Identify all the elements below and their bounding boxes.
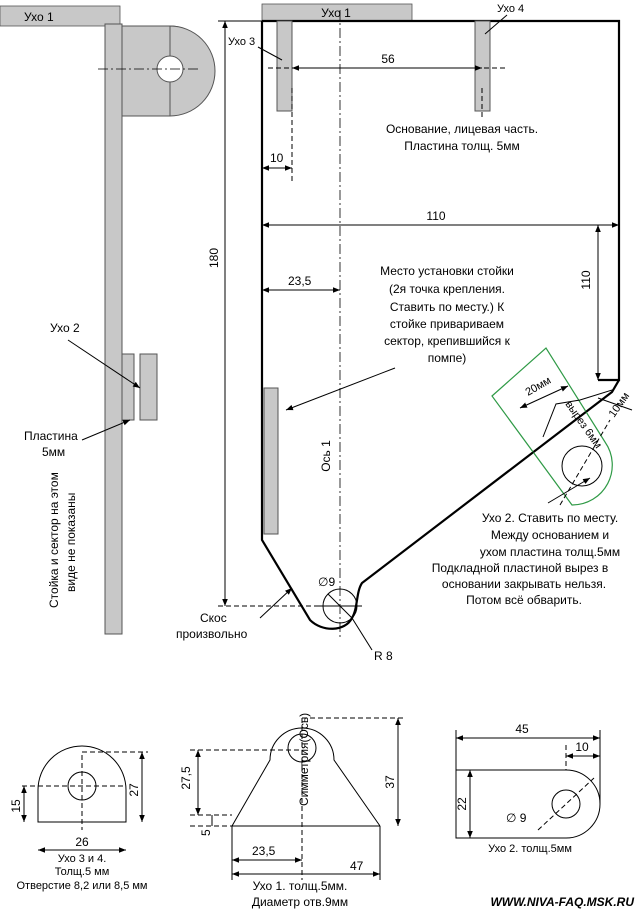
dim-10mm: 10мм [607, 390, 633, 419]
main-view: Ухо 1 Ухо 3 Ухо 4 56 10 110 110 180 [176, 3, 633, 663]
side-plate [104, 23, 123, 635]
plastina-label: Пластина [24, 429, 78, 443]
mesto-text-1: Место установки стойки [380, 264, 514, 278]
ukho1-side-label-box [0, 5, 121, 27]
dim-e27: 27 [127, 783, 141, 797]
ukho2-note-6: Потом всё обварить. [466, 593, 582, 607]
ukho2-side-b [139, 353, 158, 421]
ukho1-detail-text-1: Ухо 1. толщ.5мм. [253, 879, 348, 893]
stoika-mount-strip [263, 387, 279, 535]
side-view: Ухо 1 Ухо 2 Пластина 5мм Стойка и сектор… [0, 5, 216, 635]
osnovanie-text-1: Основание, лицевая часть. [386, 122, 538, 136]
dim-g22: 22 [455, 797, 469, 811]
axis-1-label: Ось 1 [319, 440, 333, 472]
ukho4-leader [484, 14, 508, 35]
plastina-leader [81, 419, 131, 441]
website-label: WWW.NIVA-FAQ.MSK.RU [490, 895, 634, 909]
ukho2-detail-outline [455, 769, 601, 839]
ukho3-leader [257, 46, 283, 61]
ukho1-axis-label: Симметрия(Ось) [297, 713, 311, 806]
ukho34-outline [37, 745, 127, 823]
detail-ukho34: 15 27 26 Ухо 3 и 4. Толщ.5 мм Отверстие … [9, 745, 148, 892]
dim-f5: 5 [199, 829, 213, 836]
mesto-text-5: сектор, крепившийся к [384, 334, 510, 348]
ukho1-top-label: Ухо 1 [321, 6, 351, 20]
dim-e15: 15 [9, 799, 23, 813]
dim-g10: 10 [575, 740, 589, 754]
r8-label: R 8 [374, 649, 393, 663]
dim-23-5: 23,5 [288, 274, 312, 288]
dim-180: 180 [207, 248, 221, 268]
plastina-5mm-label: 5мм [42, 445, 65, 459]
ukho2-note-2: Между основанием и [491, 528, 609, 542]
dim-f23-5: 23,5 [252, 844, 276, 858]
skos-label-1: Скос [200, 611, 227, 625]
ukho2-main-hole [561, 445, 603, 487]
ukho3-block [276, 20, 293, 112]
dim-f27-5: 27,5 [179, 766, 193, 790]
skos-label-2: произвольно [176, 627, 248, 641]
detail-ukho1: Симметрия(Ось) 27,5 5 37 23,5 47 Ухо 1. … [179, 713, 404, 909]
mesto-text-6: помпе) [428, 351, 467, 365]
dim-e26: 26 [75, 835, 89, 849]
ukho2-detail-axis-diag [537, 777, 595, 831]
ukho1-side-label: Ухо 1 [24, 10, 54, 24]
ukho4-label: Ухо 4 [497, 3, 524, 15]
stoika-note-1: Стойка и сектор на этом [47, 472, 61, 608]
ukho2-detail-text: Ухо 2. толщ.5мм [488, 843, 572, 855]
ukho2-note-5: основании закрывать нельзя. [442, 577, 606, 591]
ukho34-text-2: Толщ.5 мм [55, 866, 110, 878]
ukho1-side-ear-round [169, 25, 216, 117]
dim-110h: 110 [426, 209, 445, 223]
ukho2-detail-hole [551, 789, 581, 819]
mesto-text-3: Ставить по месту.) К [390, 300, 504, 314]
dim-g45: 45 [515, 722, 529, 736]
ukho2-detail-d9: ∅ 9 [506, 811, 527, 825]
ukho2-note-4: Подкладной пластиной вырез в [432, 561, 608, 575]
ukho2-leader-main [547, 477, 591, 504]
r8-leader [351, 617, 373, 651]
dim-20mm-line [519, 385, 569, 409]
ukho3-label: Ухо 3 [228, 36, 255, 48]
dim-10: 10 [270, 151, 284, 165]
ukho1-detail-text-2: Диаметр отв.9мм [252, 895, 348, 909]
mesto-leader [285, 367, 396, 411]
dim-110v: 110 [579, 270, 593, 289]
dim-56: 56 [381, 52, 395, 66]
dim-f37: 37 [383, 775, 397, 789]
main-hole-diag [327, 593, 353, 619]
dim-f47: 47 [350, 859, 364, 873]
ukho2-side-label: Ухо 2 [50, 321, 80, 335]
dim-10mm-line [597, 397, 633, 411]
ukho2-green-outline [491, 347, 613, 506]
mesto-text-4: стойке привариваем [390, 317, 504, 331]
skos-leader [259, 587, 293, 619]
ukho2-leader [67, 339, 141, 389]
ukho2-note-3: ухом пластина толщ.5мм [480, 545, 620, 559]
ukho34-text-3: Отверстие 8,2 или 8,5 мм [17, 880, 148, 892]
osnovanie-text-2: Пластина толщ. 5мм [404, 139, 520, 153]
main-hole-d9: ∅9 [318, 575, 335, 589]
ukho34-text-1: Ухо 3 и 4. [58, 853, 107, 865]
stoika-note-2: виде не показаны [64, 493, 78, 592]
detail-ukho2: 45 10 22 ∅ 9 Ухо 2. толщ.5мм [455, 722, 601, 855]
ukho2-cut [361, 389, 613, 584]
ukho2-side-a [121, 353, 135, 421]
ukho2-note-1: Ухо 2. Ставить по месту. [482, 511, 618, 525]
mesto-text-2: (2я точка крепления. [389, 282, 505, 296]
